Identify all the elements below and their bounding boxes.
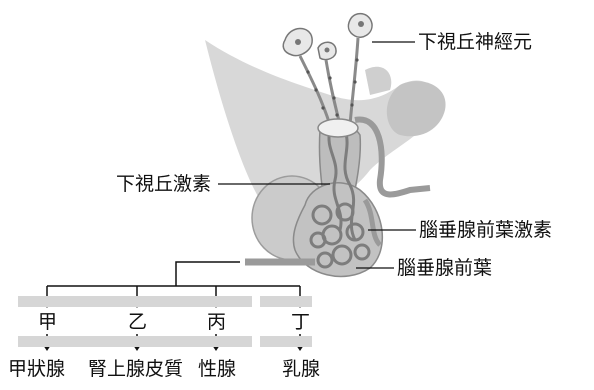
label-anterior-pituitary: 腦垂腺前葉: [397, 257, 493, 279]
portal-capillaries: [245, 116, 431, 269]
grey-bands: [18, 296, 312, 347]
target-organ: 腎上腺皮質: [88, 358, 184, 380]
target-organ: 性腺: [198, 358, 237, 380]
hormone-letter: 乙: [128, 311, 148, 333]
hypothalamic-neurons: [282, 12, 373, 138]
hormone-letter: 丙: [207, 311, 227, 333]
target-organ: 乳腺: [282, 358, 321, 380]
target-organ: 甲狀腺: [8, 358, 66, 380]
leader-lines: [218, 41, 416, 269]
label-anterior-pituitary-hormones: 腦垂腺前葉激素: [419, 219, 553, 241]
label-hypothalamic-hormones: 下視丘激素: [116, 173, 212, 195]
label-hypothalamic-neurons: 下視丘神經元: [418, 31, 533, 53]
hormone-letter: 甲: [38, 311, 58, 333]
hormone-letter: 丁: [291, 311, 311, 333]
